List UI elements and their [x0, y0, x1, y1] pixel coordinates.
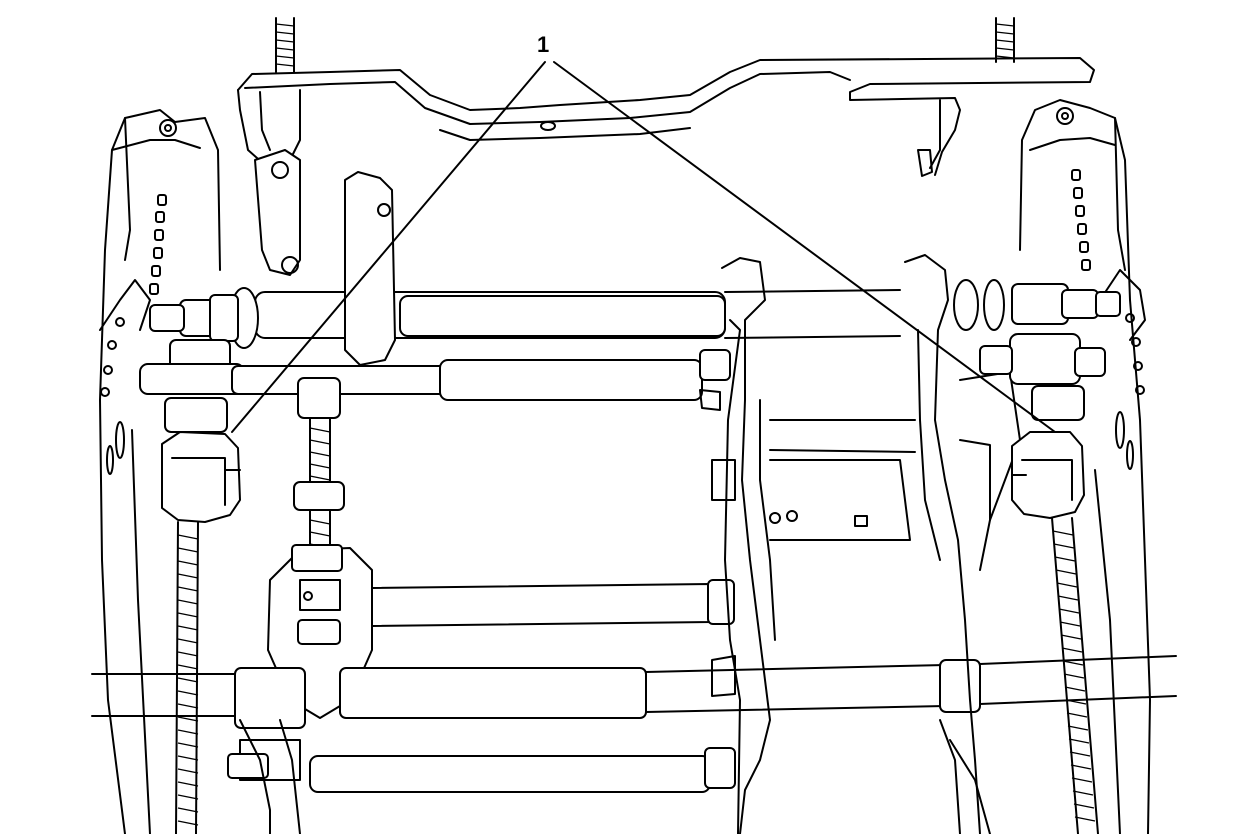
lower-long-tube: [91, 655, 1177, 729]
left-upper-gearbox: [139, 294, 245, 433]
right-seat-track: [1019, 99, 1151, 835]
left-track-slots: [149, 194, 167, 295]
left-cable-connector: [161, 431, 241, 523]
right-cable-connector: [1011, 431, 1085, 519]
bottom-short-tube: [227, 739, 736, 793]
right-upper-gearbox: [979, 283, 1121, 421]
center-vertical-bracket: [699, 257, 776, 835]
upper-rear-bracket: [237, 57, 1095, 181]
center-lead-screw: [293, 377, 345, 551]
right-flex-cable: [1051, 517, 1099, 835]
right-inner-bracket: [769, 254, 1021, 835]
middle-cross-tube: [371, 579, 735, 627]
callout-label-1: 1: [537, 32, 550, 57]
right-track-slots: [1071, 169, 1091, 271]
callout-leader-lines: [231, 61, 1056, 433]
left-seat-track: [99, 109, 221, 835]
left-motor-shaft: [231, 349, 731, 401]
top-threaded-rods: [275, 17, 1015, 73]
left-flex-cable: [175, 521, 199, 835]
lower-frame-details: [239, 719, 991, 835]
